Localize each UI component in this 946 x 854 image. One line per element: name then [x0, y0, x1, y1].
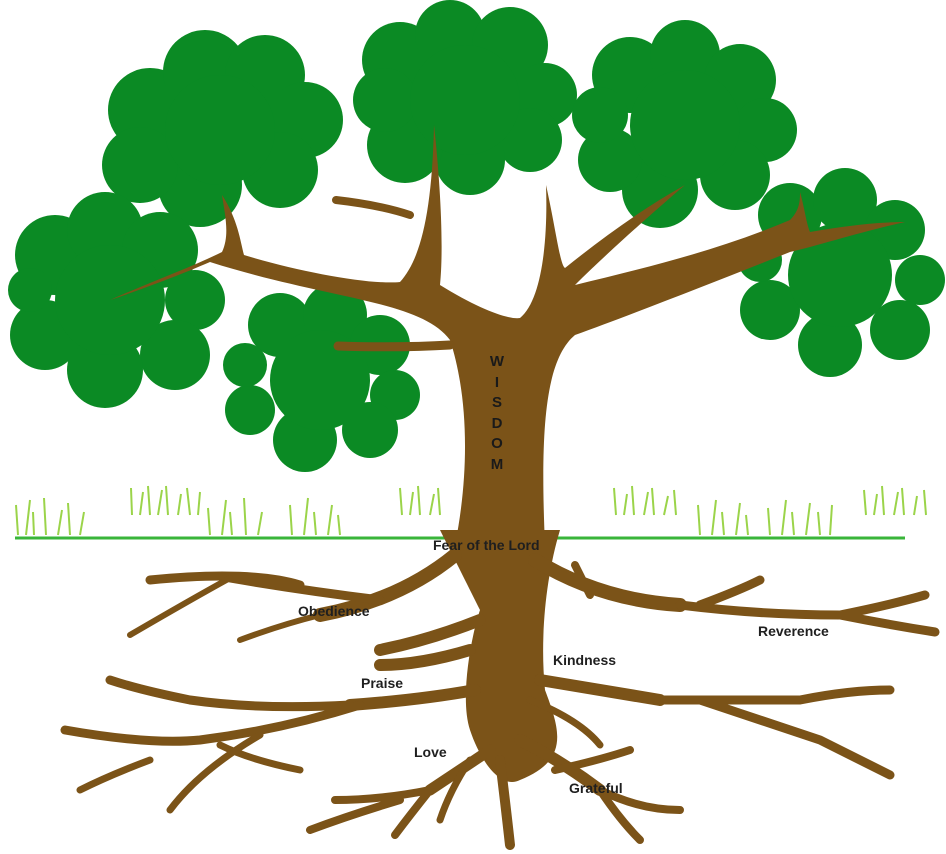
foliage-cloud-right — [738, 168, 945, 377]
branch-to-middle-cloud — [338, 345, 450, 347]
trunk-title-letter: S — [487, 393, 507, 414]
root-label-love: Love — [414, 744, 447, 760]
root-label-grateful: Grateful — [569, 780, 623, 796]
root-label-obedience: Obedience — [298, 603, 370, 619]
foliage-cloud-top-right — [572, 20, 797, 228]
trunk-title: W I S D O M — [487, 352, 507, 475]
root-label-kindness: Kindness — [553, 652, 616, 668]
trunk-title-letter: O — [487, 434, 507, 455]
trunk-title-letter: M — [487, 455, 507, 476]
root-label-reverence: Reverence — [758, 623, 829, 639]
roots — [65, 530, 935, 845]
trunk-title-letter: D — [487, 414, 507, 435]
trunk-title-letter: W — [487, 352, 507, 373]
foliage-cloud-middle — [223, 283, 420, 472]
root-base-label: Fear of the Lord — [433, 537, 540, 553]
foliage-cloud-top-center — [353, 0, 577, 195]
trunk-title-letter: I — [487, 373, 507, 394]
root-label-praise: Praise — [361, 675, 403, 691]
branch-top-center-twig — [336, 200, 410, 215]
